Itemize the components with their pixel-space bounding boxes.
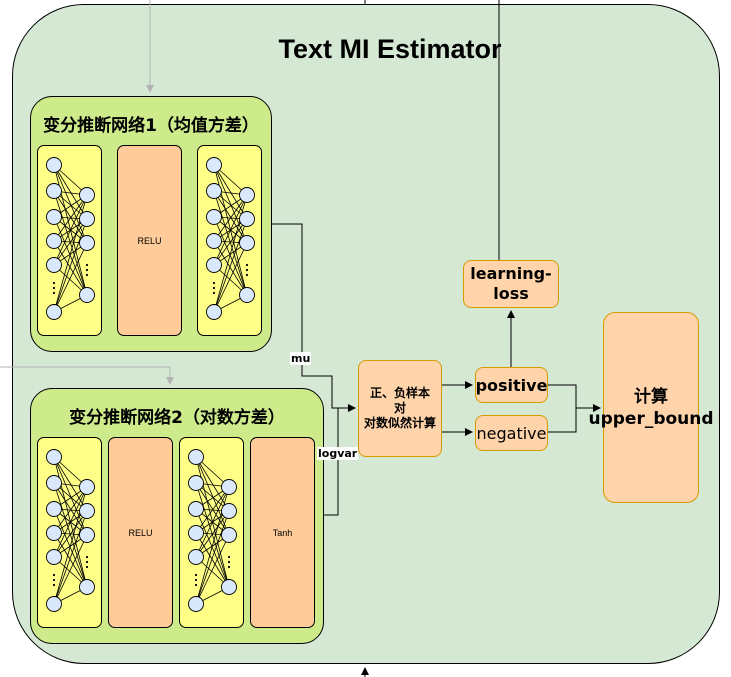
mlp-ellipsis-dot	[245, 268, 249, 272]
mlp-ellipsis-dot	[52, 573, 56, 577]
mlp-output-node	[221, 479, 237, 495]
mlp-input-node	[188, 596, 204, 612]
positive-box: positive	[475, 367, 548, 403]
mlp-input-node	[46, 233, 62, 249]
mlp-ellipsis-dot	[245, 273, 249, 277]
mlp-output-node	[239, 211, 255, 227]
mlp-input-node	[206, 183, 222, 199]
likelihood-line-2: 对	[393, 401, 406, 415]
mlp-ellipsis-dot	[85, 565, 89, 569]
mlp-input-node	[206, 157, 222, 173]
mlp-output-node	[239, 187, 255, 203]
mlp-ellipsis-dot	[227, 560, 231, 564]
positive-label: positive	[475, 375, 548, 395]
mlp-ellipsis-dot	[212, 286, 216, 290]
mlp-ellipsis-dot	[85, 273, 89, 277]
mlp-input-node	[188, 475, 204, 491]
network-2-relu: RELU	[108, 437, 173, 628]
network-1-relu-label: RELU	[137, 235, 162, 246]
mlp-output-node	[221, 579, 237, 595]
likelihood-line-1: 正、负样本	[369, 386, 430, 400]
likelihood-line-3: 对数似然计算	[363, 416, 436, 430]
mlp-ellipsis-dot	[227, 555, 231, 559]
mlp-input-node	[46, 596, 62, 612]
mlp-connections	[195, 456, 230, 605]
mlp-input-node	[46, 257, 62, 273]
mlp-input-node	[46, 549, 62, 565]
mlp-ellipsis-dot	[85, 268, 89, 272]
mlp-ellipsis-dot	[52, 578, 56, 582]
mlp-ellipsis-dot	[85, 560, 89, 564]
upper-bound-line-2: upper_bound	[588, 408, 714, 429]
mlp-ellipsis-dot	[85, 263, 89, 267]
mlp-output-node	[79, 211, 95, 227]
mlp-ellipsis-dot	[212, 281, 216, 285]
learning-loss-box: learning- loss	[463, 260, 559, 308]
logvar-label: logvar	[317, 447, 359, 460]
edge-gray-net2	[0, 366, 174, 385]
negative-label: negative	[476, 423, 547, 443]
learning-loss-line-1: learning-	[470, 264, 552, 283]
mlp-input-node	[46, 157, 62, 173]
mlp-ellipsis-dot	[52, 291, 56, 295]
learning-loss-line-2: loss	[493, 284, 529, 303]
mlp-input-node	[46, 304, 62, 320]
mlp-ellipsis-dot	[52, 583, 56, 587]
mlp-input-node	[188, 501, 204, 517]
mlp-ellipsis-dot	[52, 281, 56, 285]
network-1-title: 变分推断网络1（均值方差）	[43, 116, 259, 136]
diagram-title: Text MI Estimator	[278, 34, 502, 64]
mlp-input-node	[188, 525, 204, 541]
edge-mu	[272, 223, 356, 412]
mlp-ellipsis-dot	[227, 565, 231, 569]
mlp-output-node	[79, 579, 95, 595]
mlp-output-node	[79, 235, 95, 251]
mlp-ellipsis-dot	[52, 286, 56, 290]
edge-logvar	[324, 408, 339, 516]
mlp-output-node	[79, 187, 95, 203]
mlp-ellipsis-dot	[194, 573, 198, 577]
upper-bound-line-1: 计算	[634, 386, 668, 407]
edge-negative-to-bound	[548, 408, 577, 433]
mlp-output-node	[79, 527, 95, 543]
mlp-ellipsis-dot	[85, 555, 89, 559]
mlp-input-node	[46, 501, 62, 517]
mlp-input-node	[46, 525, 62, 541]
mlp-input-node	[188, 549, 204, 565]
mlp-ellipsis-dot	[194, 583, 198, 587]
mlp-ellipsis-dot	[212, 291, 216, 295]
mlp-output-node	[239, 235, 255, 251]
mu-label: mu	[290, 352, 312, 365]
mlp-input-node	[188, 449, 204, 465]
network-2-title: 变分推断网络2（对数方差）	[69, 408, 285, 428]
mlp-output-node	[221, 503, 237, 519]
network-2-tanh: Tanh	[250, 437, 315, 628]
mlp-input-node	[46, 475, 62, 491]
mlp-input-node	[206, 233, 222, 249]
mlp-output-node	[79, 287, 95, 303]
likelihood-box: 正、负样本 对 对数似然计算	[358, 360, 442, 457]
mlp-output-node	[221, 527, 237, 543]
network-1-relu: RELU	[117, 145, 182, 336]
mlp-input-node	[46, 209, 62, 225]
mlp-input-node	[206, 304, 222, 320]
mlp-input-node	[46, 449, 62, 465]
mlp-ellipsis-dot	[245, 263, 249, 267]
mlp-output-node	[79, 503, 95, 519]
edge-positive-to-bound	[548, 384, 601, 412]
mlp-input-node	[206, 209, 222, 225]
network-2-relu-label: RELU	[128, 527, 153, 538]
network-2-tanh-label: Tanh	[272, 527, 293, 538]
mlp-input-node	[206, 257, 222, 273]
mlp-ellipsis-dot	[194, 578, 198, 582]
mlp-input-node	[46, 183, 62, 199]
mlp-output-node	[239, 287, 255, 303]
upper-bound-box: 计算 upper_bound	[588, 312, 714, 503]
mlp-output-node	[79, 479, 95, 495]
negative-box: negative	[475, 415, 548, 451]
